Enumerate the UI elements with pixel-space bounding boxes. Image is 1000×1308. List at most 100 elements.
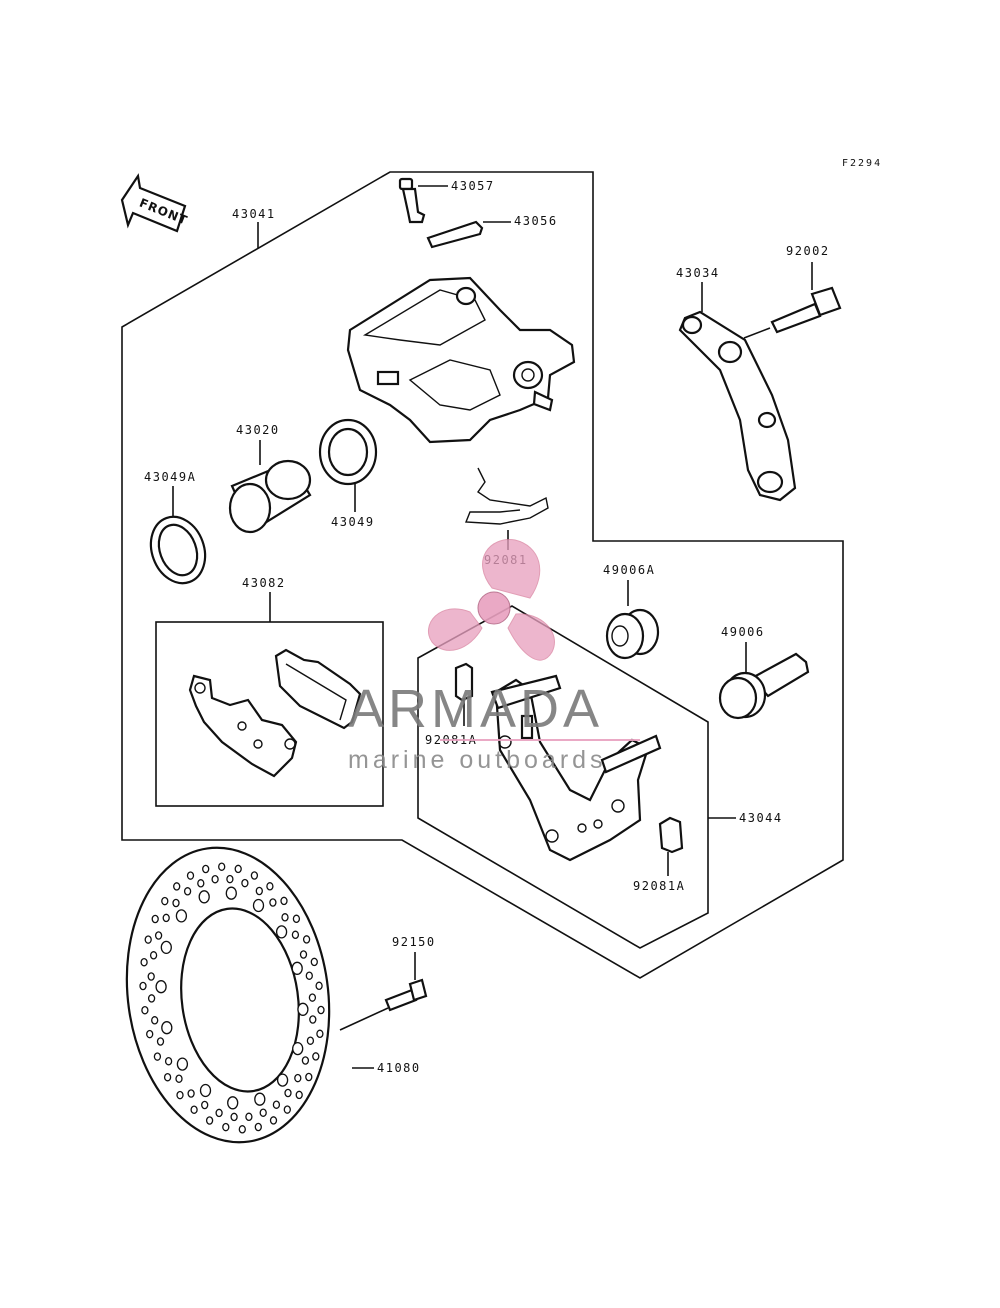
disc-hole (211, 874, 219, 884)
disc-hole (295, 1090, 303, 1100)
label-49006: 49006 (721, 625, 765, 639)
disc-hole (149, 951, 158, 960)
label-43044: 43044 (739, 811, 783, 825)
disc-hole (276, 1073, 289, 1087)
disc-hole (297, 1002, 309, 1016)
brake-pad-left (188, 674, 298, 778)
disc-hole (281, 913, 289, 922)
disc-hole (162, 913, 170, 923)
disc-hole (309, 1015, 317, 1024)
disc-hole (308, 993, 317, 1002)
disc-vent-holes (139, 862, 325, 1134)
disc-hole (241, 878, 249, 888)
disc-hole (275, 925, 288, 939)
disc-hole (172, 898, 180, 908)
label-43041: 43041 (232, 207, 276, 221)
disc-hole (139, 981, 147, 991)
disc-hole (205, 1116, 214, 1125)
disc-hole (175, 909, 188, 923)
disc-hole (272, 1100, 281, 1109)
disc-hole (226, 874, 234, 884)
disc-hole (141, 1005, 149, 1015)
disc-hole (255, 886, 263, 896)
clip-92081A-left (454, 662, 474, 726)
watermark-subtitle: marine outboards (348, 746, 607, 774)
disc-hole (292, 914, 301, 924)
disc-hole (176, 1090, 184, 1100)
disc-hole (230, 1112, 238, 1122)
front-arrow-icon: FRONT (120, 173, 190, 233)
disc-hole (291, 930, 300, 940)
disc-hole (269, 898, 277, 907)
label-43034: 43034 (676, 266, 720, 280)
disc-hole (202, 864, 210, 874)
disc-hole (186, 871, 195, 880)
boot-49006 (718, 642, 810, 720)
disc-hole (154, 931, 163, 940)
disc-hole (161, 896, 169, 906)
disc-hole (146, 1029, 154, 1039)
watermark-title: ARMADA (348, 679, 603, 739)
disc-hole (284, 1088, 292, 1098)
label-92150: 92150 (392, 935, 436, 949)
disc-hole (269, 1116, 278, 1125)
bracket-assembly-outline (417, 605, 709, 949)
disc-hole (305, 971, 313, 980)
disc-hole (234, 864, 242, 874)
disc-hole (225, 886, 237, 900)
disc-hole (302, 935, 311, 944)
label-43056: 43056 (514, 214, 558, 228)
disc-hole (155, 980, 167, 994)
disc-hole (161, 1021, 173, 1035)
torque-link (678, 282, 797, 502)
label-41080: 41080 (377, 1061, 421, 1075)
disc-hole (254, 1122, 262, 1132)
disc-hole (163, 1072, 172, 1082)
disc-hole (259, 1108, 267, 1117)
piston (228, 440, 312, 534)
figure-code: F2294 (842, 158, 882, 169)
disc-hole (250, 871, 259, 880)
disc-hole (156, 1037, 165, 1046)
disc-hole (294, 1073, 302, 1083)
disc-hole (310, 957, 318, 967)
disc-hole (312, 1052, 320, 1061)
disc-hole (176, 1057, 189, 1071)
piston-seal (318, 418, 378, 512)
disc-hole (291, 961, 303, 975)
disc-hole (153, 1052, 162, 1061)
disc-hole (305, 1072, 313, 1082)
disc-hole (254, 1092, 266, 1106)
disc-hole (151, 914, 159, 924)
clip-92081A-right (658, 816, 684, 876)
disc-bolt (339, 952, 428, 1031)
dust-seal (149, 486, 207, 585)
pad-spring (464, 467, 549, 550)
disc-hole (245, 1112, 253, 1122)
pad-pin (426, 220, 511, 249)
disc-hole (266, 882, 274, 891)
label-92081A-right: 92081A (633, 879, 685, 893)
disc-hole (201, 1100, 209, 1110)
disc-hole (317, 1005, 325, 1015)
disc-hole (140, 957, 148, 967)
disc-hole (147, 994, 156, 1003)
disc-hole (238, 1125, 246, 1134)
label-43020: 43020 (236, 423, 280, 437)
propeller-logo-icon (427, 539, 555, 661)
disc-hole (190, 1105, 198, 1114)
disc-hole (306, 1036, 315, 1045)
disc-hole (218, 862, 226, 871)
disc-hole (197, 879, 205, 888)
disc-hole (283, 1105, 291, 1114)
disc-hole (315, 981, 323, 991)
label-43049: 43049 (331, 515, 375, 529)
bolt-92002 (743, 262, 842, 339)
caliper-assembly-outline (121, 171, 844, 979)
disc-hole (160, 940, 172, 955)
caliper-body (346, 276, 576, 444)
disc-hole (147, 972, 155, 981)
disc-hole (198, 890, 210, 904)
disc-hole (175, 1074, 183, 1083)
